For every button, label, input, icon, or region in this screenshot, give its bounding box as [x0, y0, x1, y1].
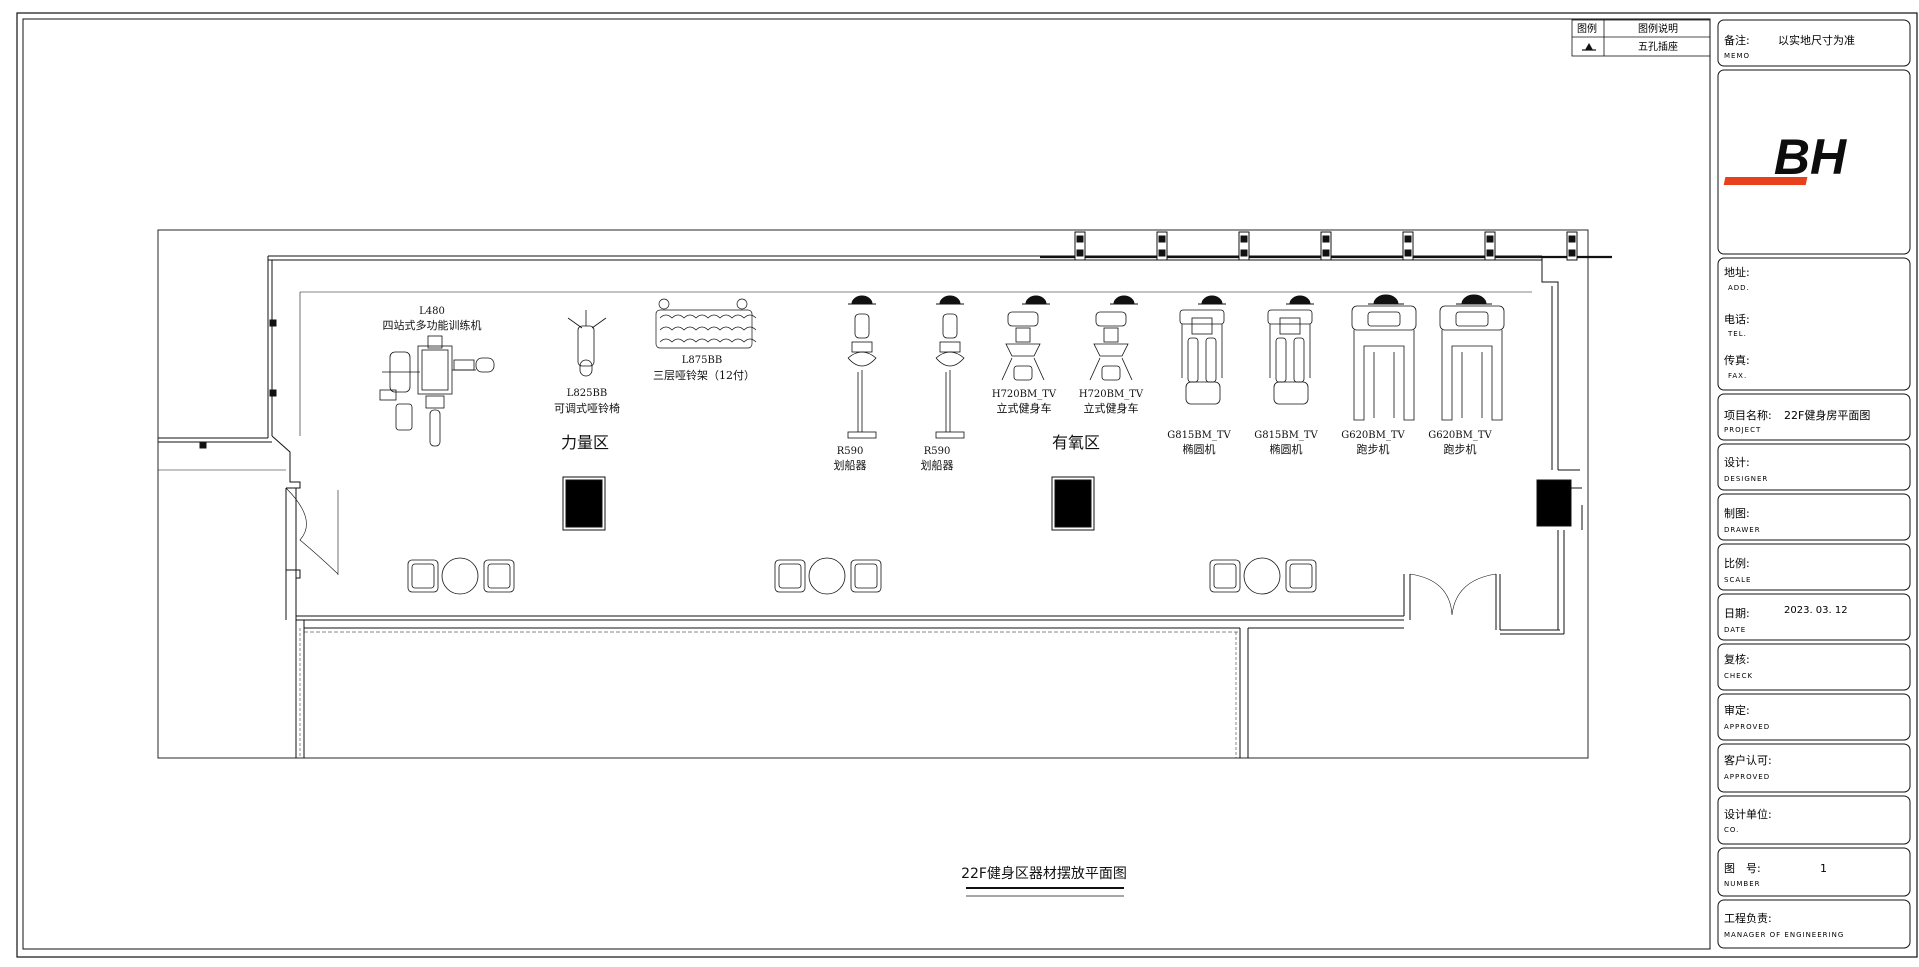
wall-left: [158, 256, 339, 758]
drawing-frame: [22, 18, 1711, 950]
title-block: 备注: 以实地尺寸为准 MEMO BH 地址: ADD. 电话: TEL. 传真…: [1717, 19, 1911, 949]
bh-logo: BH: [1723, 129, 1847, 185]
project-value: 22F健身房平面图: [1784, 408, 1870, 422]
wall-socket-row: [1074, 231, 1578, 261]
g620-1-name-label: 跑步机: [1357, 442, 1390, 456]
manager-label: 工程负责:: [1724, 911, 1772, 925]
g620-treadmill-icon-2: [1439, 305, 1505, 421]
company-en: CO.: [1724, 826, 1739, 834]
h720-1-name-label: 立式健身车: [997, 401, 1052, 415]
plan-labels: L480 四站式多功能训练机 L825BB 可调式哑铃椅 L875BB 三层哑铃…: [383, 306, 1493, 472]
memo-value: 以实地尺寸为准: [1778, 33, 1855, 47]
check-label: 复核:: [1724, 652, 1750, 666]
g815-1-model-label: G815BM_TV: [1167, 430, 1231, 441]
zone-cardio-label: 有氧区: [1052, 433, 1100, 452]
l480-name-label: 四站式多功能训练机: [383, 318, 482, 332]
address-en: ADD.: [1728, 284, 1750, 292]
company-label: 设计单位:: [1724, 807, 1772, 821]
wall-bottom: [296, 573, 1560, 758]
approved-en: APPROVED: [1724, 723, 1770, 731]
lounge-set-center: [774, 557, 882, 595]
r590-2-name-label: 划船器: [921, 458, 954, 472]
memo-label: 备注:: [1724, 33, 1750, 47]
date-label: 日期:: [1724, 607, 1750, 620]
number-value: 1: [1820, 862, 1827, 875]
l825bb-bench-icon: [567, 310, 607, 377]
g815-1-name-label: 椭圆机: [1183, 442, 1216, 456]
g620-treadmill-icon-1: [1351, 305, 1417, 421]
r590-1-name-label: 划船器: [834, 458, 867, 472]
g815-elliptical-icon-1: [1179, 309, 1225, 405]
column-right: [1536, 479, 1572, 527]
column-center: [1051, 476, 1095, 531]
scale-label: 比例:: [1724, 556, 1750, 570]
g815-2-model-label: G815BM_TV: [1254, 430, 1318, 441]
client-label: 客户认可:: [1724, 753, 1772, 767]
drawer-en: DRAWER: [1724, 526, 1761, 534]
lounge-set-right: [1209, 557, 1317, 595]
g815-elliptical-icon-2: [1267, 309, 1313, 405]
fax-label: 传真:: [1724, 353, 1750, 367]
h720-2-model-label: H720BM_TV: [1079, 389, 1144, 400]
designer-label: 设计:: [1724, 456, 1750, 469]
h720-2-name-label: 立式健身车: [1084, 401, 1139, 415]
h720-bike-icon-2: [1089, 311, 1133, 381]
l825bb-name-label: 可调式哑铃椅: [554, 401, 620, 415]
l875bb-name-label: 三层哑铃架（12付）: [653, 368, 755, 382]
project-label: 项目名称:: [1724, 408, 1772, 422]
address-label: 地址:: [1724, 265, 1750, 279]
number-en: NUMBER: [1724, 880, 1761, 888]
r590-1-model-label: R590: [837, 446, 864, 457]
date-value: 2023. 03. 12: [1784, 605, 1848, 616]
drawing-title: 22F健身区器材摆放平面图: [961, 866, 1127, 882]
l480-machine-icon: [379, 335, 495, 447]
designer-en: DESIGNER: [1724, 475, 1768, 483]
h720-bike-icon-1: [1001, 311, 1045, 381]
sheet-border: [16, 12, 1918, 958]
socket-symbol-icon: [1582, 43, 1596, 51]
wall-top: [268, 255, 1612, 293]
l825bb-model-label: L825BB: [567, 388, 607, 399]
l875bb-rack-icon: [655, 298, 757, 349]
approved-label: 审定:: [1724, 703, 1750, 717]
project-en: PROJECT: [1724, 426, 1761, 434]
bh-logo-text: BH: [1774, 129, 1847, 185]
r590-rower-icon-1: [847, 313, 877, 439]
l875bb-model-label: L875BB: [682, 355, 722, 366]
memo-en: MEMO: [1724, 52, 1750, 60]
h720-1-model-label: H720BM_TV: [992, 389, 1057, 400]
column-left: [562, 476, 606, 531]
legend-header-desc: 图例说明: [1638, 22, 1678, 35]
number-label: 图 号:: [1724, 862, 1761, 875]
l480-model-label: L480: [419, 306, 445, 317]
check-en: CHECK: [1724, 672, 1753, 680]
wall-right: [1500, 256, 1583, 635]
g620-2-model-label: G620BM_TV: [1428, 430, 1492, 441]
legend-row-desc: 五孔插座: [1638, 40, 1678, 53]
equipment-socket-icons: [848, 294, 1492, 305]
floor-plan: [157, 229, 1612, 759]
drawing-title-block: 22F健身区器材摆放平面图: [961, 866, 1127, 897]
g815-2-name-label: 椭圆机: [1270, 442, 1303, 456]
lounge-set-left: [407, 557, 515, 595]
zone-strength-label: 力量区: [561, 433, 609, 452]
drawer-label: 制图:: [1724, 507, 1750, 520]
g620-2-name-label: 跑步机: [1444, 442, 1477, 456]
g620-1-model-label: G620BM_TV: [1341, 430, 1405, 441]
fax-en: FAX.: [1728, 372, 1747, 380]
manager-en: MANAGER OF ENGINEERING: [1724, 931, 1844, 939]
plan-boundary: [157, 229, 1589, 759]
client-en: APPROVED: [1724, 773, 1770, 781]
legend-table: 图例 图例说明 五孔插座: [1571, 19, 1711, 57]
scale-en: SCALE: [1724, 576, 1751, 584]
r590-rower-icon-2: [935, 313, 965, 439]
r590-2-model-label: R590: [924, 446, 951, 457]
date-en: DATE: [1724, 626, 1746, 634]
tel-en: TEL.: [1727, 330, 1747, 338]
legend-header-symbol: 图例: [1577, 22, 1597, 35]
tel-label: 电话:: [1724, 313, 1750, 326]
